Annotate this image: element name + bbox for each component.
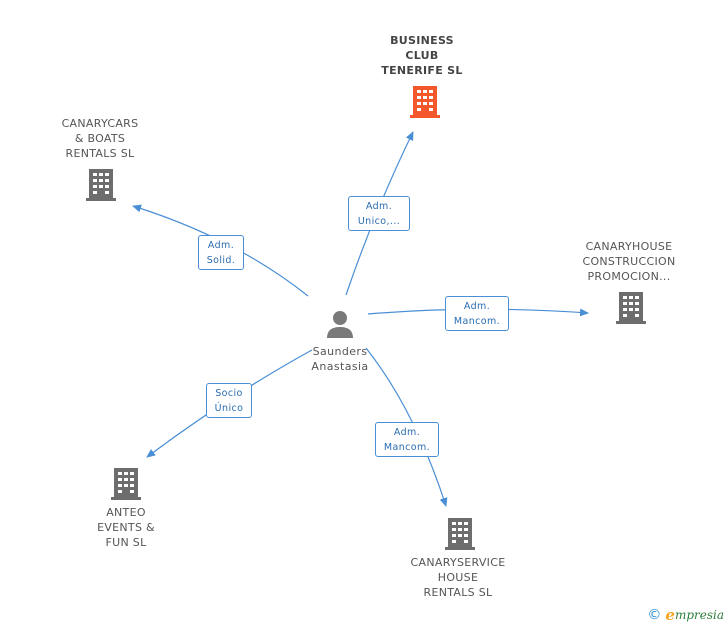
- person-name[interactable]: Saunders Anastasia: [311, 345, 369, 373]
- company-name-canaryhouse[interactable]: CANARYHOUSE CONSTRUCCION PROMOCION...: [582, 240, 676, 283]
- relation-badge[interactable]: Adm. Unico,...: [348, 196, 410, 231]
- relation-badge[interactable]: Socio Único: [206, 383, 252, 418]
- building-icon[interactable]: [409, 84, 441, 118]
- relation-badge[interactable]: Adm. Mancom.: [445, 296, 509, 331]
- company-name-anteo[interactable]: ANTEO EVENTS & FUN SL: [97, 506, 155, 549]
- edge-to-canaryservice: [365, 347, 448, 507]
- copyright-icon: ©: [647, 607, 662, 623]
- brand-initial: e: [665, 606, 675, 624]
- building-icon[interactable]: [85, 167, 117, 201]
- relation-badge[interactable]: Adm. Solid.: [198, 235, 244, 270]
- relation-badge[interactable]: Adm. Mancom.: [375, 422, 439, 457]
- brand-name: mpresia: [674, 608, 724, 622]
- company-name-canaryservice[interactable]: CANARYSERVICE HOUSE RENTALS SL: [410, 556, 506, 599]
- company-name-business-club[interactable]: BUSINESS CLUB TENERIFE SL: [381, 34, 463, 77]
- building-icon[interactable]: [444, 516, 476, 550]
- brand-logo[interactable]: © e mpresia: [647, 606, 724, 624]
- company-name-canarycars[interactable]: CANARYCARS & BOATS RENTALS SL: [61, 117, 139, 160]
- building-icon[interactable]: [110, 466, 142, 500]
- person-icon[interactable]: [325, 309, 355, 339]
- building-icon[interactable]: [615, 290, 647, 324]
